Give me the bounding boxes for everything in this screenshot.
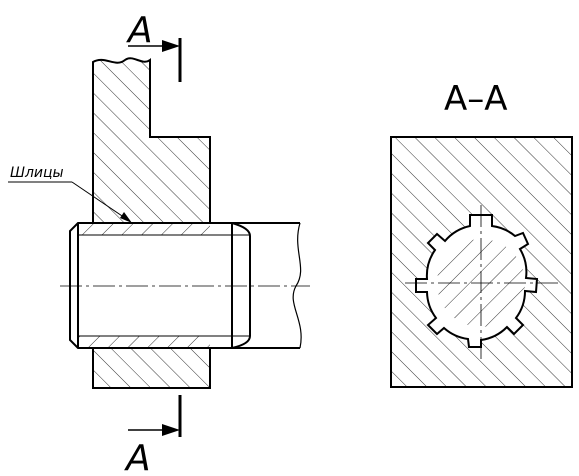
hub-section bbox=[92, 57, 211, 224]
section-view: A–A bbox=[390, 79, 573, 388]
hub-lower-section bbox=[92, 347, 211, 389]
section-marker-top: A bbox=[126, 10, 182, 82]
spline-leader: Шлицы bbox=[8, 165, 132, 223]
left-view: A A Шлицы bbox=[8, 10, 310, 476]
spline-runout bbox=[231, 222, 251, 349]
section-letter-top: A bbox=[126, 10, 153, 51]
section-marker-bottom: A bbox=[124, 395, 182, 476]
shaft bbox=[60, 222, 310, 349]
section-letter-bottom: A bbox=[124, 438, 151, 476]
leader-label: Шлицы bbox=[10, 165, 64, 181]
section-view-title: A–A bbox=[444, 79, 508, 119]
